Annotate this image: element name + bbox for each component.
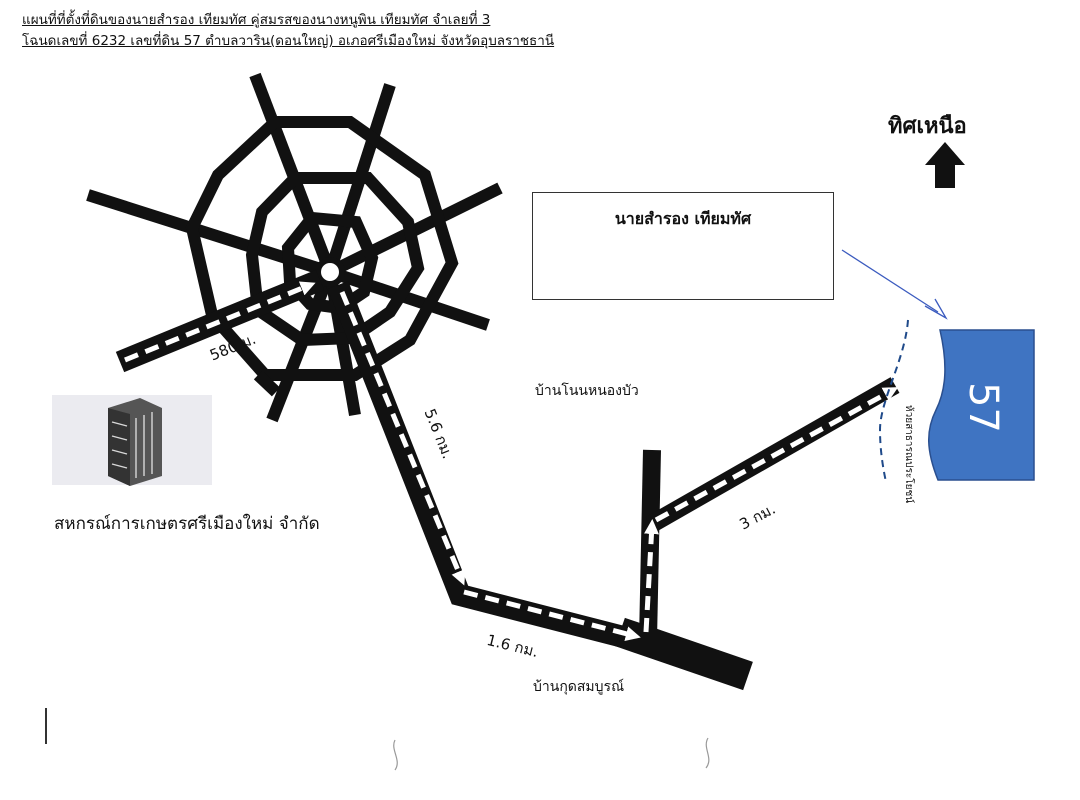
road-spoke [328, 266, 490, 331]
header-line-2: โฉนดเลขที่ 6232 เลขที่ดิน 57 ตำบลวาริน(ด… [22, 33, 555, 49]
route-road-main [327, 280, 638, 651]
scan-mark [705, 737, 710, 769]
place-nonnongbua: บ้านโนนหนองบัว [535, 383, 639, 399]
route-direction-arrows [124, 281, 899, 642]
route-arrow-56km [339, 291, 466, 586]
road-outer-ring [185, 116, 459, 381]
north-label: ทิศเหนือ [888, 114, 967, 139]
building-icon [52, 395, 212, 486]
place-coop: สหกรณ์การเกษตรศรีเมืองใหม่ จำกัด [54, 514, 320, 534]
north-arrow-icon [925, 142, 965, 188]
owner-pointer-line [841, 249, 939, 313]
header-line-1: แผนที่ที่ตั้งที่ดินของนายสำรอง เทียมทัศ … [22, 12, 491, 28]
owner-name: นายสำรอง เทียมทัศ [614, 209, 752, 228]
owner-pointer-arrowhead [924, 298, 948, 320]
road-stub [253, 370, 281, 397]
parcel-number: 57 [960, 382, 1006, 433]
town-road-network [86, 72, 503, 423]
route-arrow-580m [124, 281, 316, 363]
place-kudsomboon: บ้านกุดสมบูรณ์ [533, 679, 625, 695]
route-road-side [639, 449, 661, 641]
parcel-57-shape [928, 329, 1035, 481]
town-center-roundabout [315, 257, 345, 287]
place-public-waterway: ห้วยสาธารณประโยชน์ [903, 405, 914, 504]
route-arrow-side [643, 519, 659, 633]
map-header: แผนที่ที่ตั้งที่ดินของนายสำรอง เทียมทัศ … [22, 10, 782, 52]
scan-mark [393, 739, 398, 771]
road-to-kudsomboon [615, 617, 753, 691]
public-waterway-line [878, 319, 909, 483]
route-arrow-3km [654, 387, 899, 523]
route-arrow-16km [463, 589, 641, 642]
owner-label-box: นายสำรอง เทียมทัศ [532, 192, 834, 300]
